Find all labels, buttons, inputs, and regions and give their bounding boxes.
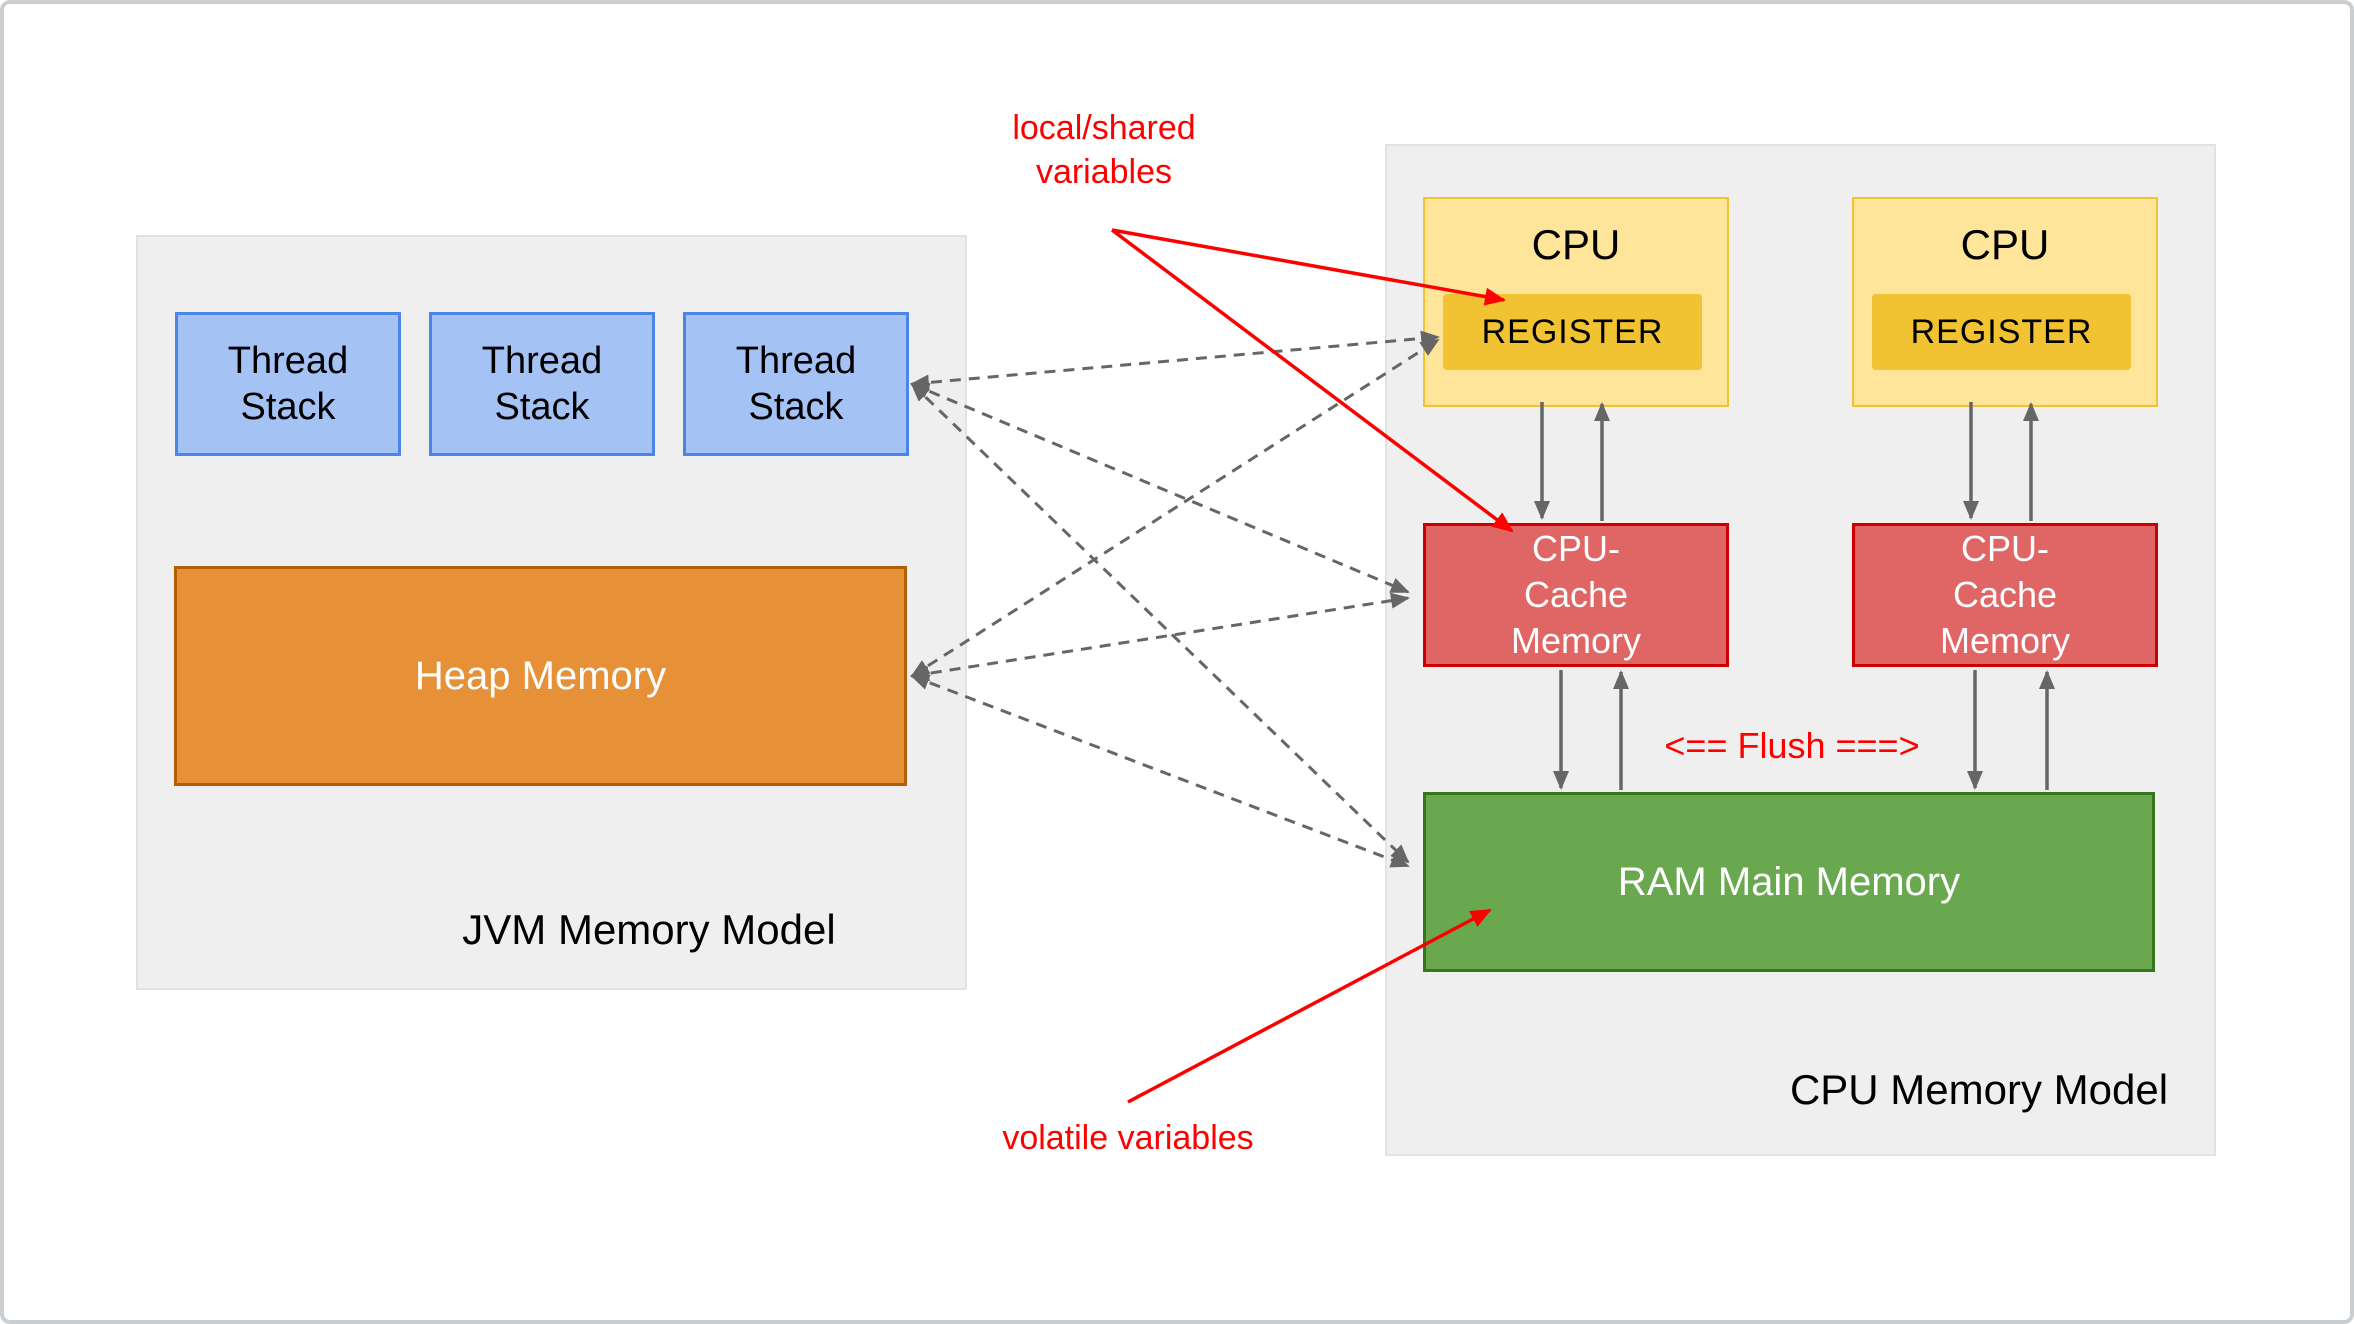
heap-memory-box: Heap Memory <box>174 566 907 786</box>
dashed-arrow-heap-register <box>910 338 1440 678</box>
dashed-arrow-heap-ram <box>910 674 1410 868</box>
dashed-arrow-threadstack-cache <box>910 382 1410 594</box>
dashed-link-arrows <box>910 330 1440 868</box>
cpu-model-title: CPU Memory Model <box>1789 1066 2169 1113</box>
volatile-variables-annotation: volatile variables <box>1002 1119 1254 1157</box>
cpu-label: CPU <box>1960 221 2050 268</box>
local-shared-variables-annotation: local/shared variables <box>1012 109 1196 191</box>
register-box-2: REGISTER <box>1872 294 2131 370</box>
ram-label: RAM Main Memory <box>1617 859 1961 904</box>
thread-stack-box-1: Thread Stack <box>175 312 401 456</box>
thread-stack-box-2: Thread Stack <box>429 312 655 456</box>
heap-memory-label: Heap Memory <box>414 653 667 698</box>
dashed-arrow-threadstack-register <box>910 330 1440 391</box>
dashed-arrow-threadstack-ram <box>910 382 1410 864</box>
cpu-label: CPU <box>1531 221 1621 268</box>
jvm-model-title: JVM Memory Model <box>462 906 836 953</box>
register-box-1: REGISTER <box>1443 294 1702 370</box>
cpu-cache-box-2: CPU-Cache Memory <box>1852 523 2158 667</box>
dashed-arrow-heap-cache <box>910 592 1410 682</box>
cpu-cache-label: CPU-Cache Memory <box>1510 528 1641 661</box>
ram-main-memory-box: RAM Main Memory <box>1423 792 2155 972</box>
register-label: REGISTER <box>1910 312 2093 351</box>
thread-stack-box-3: Thread Stack <box>683 312 909 456</box>
thread-stack-label: Thread Stack <box>735 340 857 428</box>
flush-annotation: <== Flush ===> <box>1664 725 1920 766</box>
thread-stack-label: Thread Stack <box>227 340 349 428</box>
thread-stack-label: Thread Stack <box>481 340 603 428</box>
cpu-cache-label: CPU-Cache Memory <box>1939 528 2070 661</box>
cpu-cache-box-1: CPU-Cache Memory <box>1423 523 1729 667</box>
register-label: REGISTER <box>1481 312 1664 351</box>
